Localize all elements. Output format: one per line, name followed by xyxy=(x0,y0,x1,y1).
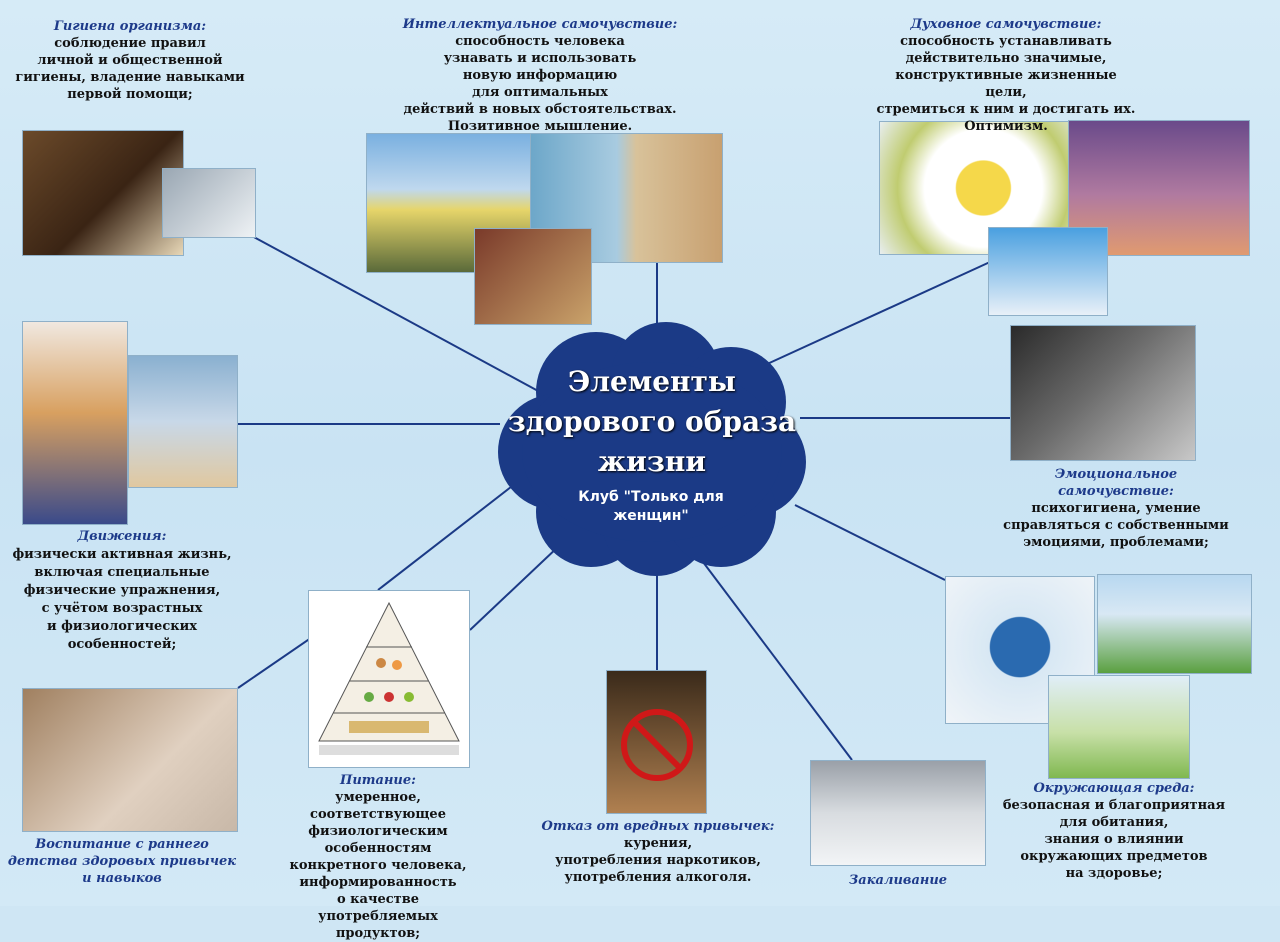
connector-line xyxy=(699,557,853,761)
connector-line xyxy=(377,479,521,591)
no-smoking-photo xyxy=(606,670,707,814)
faces-mirror-photo xyxy=(1010,325,1196,461)
connector-line xyxy=(469,544,561,631)
central-cloud xyxy=(498,322,806,576)
movement-title: Движения: xyxy=(77,529,167,544)
environment-title: Окружающая среда: xyxy=(1033,781,1195,796)
sprout-hands-photo xyxy=(1048,675,1190,779)
hygiene-block: Гигиена организма: соблюдение правил лич… xyxy=(10,18,250,103)
spiritual-text: способность устанавливать действительно … xyxy=(876,34,1136,134)
jumping-woman-photo xyxy=(988,227,1108,316)
pyramid-graphic xyxy=(318,601,460,755)
hygiene-text: соблюдение правил личной и общественной … xyxy=(15,36,245,102)
spa-candles-photo xyxy=(22,130,184,256)
habits-text: курения, употребления наркотиков, употре… xyxy=(555,836,761,885)
habits-block: Отказ от вредных привычек: курения, упот… xyxy=(540,818,776,886)
nutrition-text: умеренное, соответствующее физиологическ… xyxy=(289,790,467,941)
movement-block: Движения: физически активная жизнь, вклю… xyxy=(4,528,240,654)
food-pyramid-photo xyxy=(308,590,470,768)
habits-title: Отказ от вредных привычек: xyxy=(541,819,775,834)
central-subtitle: Клуб "Только для женщин" xyxy=(578,489,724,524)
intellectual-block: Интеллектуальное самочувствие: способнос… xyxy=(390,16,690,135)
connector-line xyxy=(794,504,946,581)
emotional-title: Эмоциональное самочувствие: xyxy=(1054,467,1178,499)
eco-grass-photo xyxy=(1097,574,1252,674)
connector-lines xyxy=(237,235,1010,761)
connector-line xyxy=(251,235,541,393)
running-couple-photo xyxy=(128,355,238,488)
connector-line xyxy=(764,261,991,366)
hand-washing-photo xyxy=(162,168,256,238)
prohibition-sign xyxy=(621,709,693,781)
fitness-women-photo xyxy=(22,321,128,525)
nutrition-title: Питание: xyxy=(340,773,416,788)
environment-text: безопасная и благоприятная для обитания,… xyxy=(1002,798,1226,881)
hardening-title: Закаливание xyxy=(848,873,948,888)
family-exercise-photo xyxy=(22,688,238,832)
intellectual-title: Интеллектуальное самочувствие: xyxy=(402,17,678,32)
books-reader-photo xyxy=(474,228,592,325)
central-title: Элементы здорового образа жизни xyxy=(507,365,797,478)
education-block: Воспитание с раннего детства здоровых пр… xyxy=(4,836,240,887)
emotional-text: психогигиена, умение справляться с собст… xyxy=(1003,501,1229,550)
spiritual-title: Духовное самочувствие: xyxy=(910,17,1102,32)
intellectual-text: способность человека узнавать и использо… xyxy=(403,34,677,134)
spiritual-block: Духовное самочувствие: способность устан… xyxy=(876,16,1136,135)
hygiene-title: Гигиена организма: xyxy=(53,19,207,34)
movement-text: физически активная жизнь, включая специа… xyxy=(12,547,232,652)
nutrition-block: Питание: умеренное, соответствующее физи… xyxy=(280,772,476,942)
education-title: Воспитание с раннего детства здоровых пр… xyxy=(7,837,237,886)
environment-block: Окружающая среда: безопасная и благоприя… xyxy=(1000,780,1228,882)
winter-hardening-photo xyxy=(810,760,986,866)
hardening-block: Закаливание xyxy=(820,872,976,889)
emotional-block: Эмоциональное самочувствие: психогигиена… xyxy=(996,466,1236,551)
